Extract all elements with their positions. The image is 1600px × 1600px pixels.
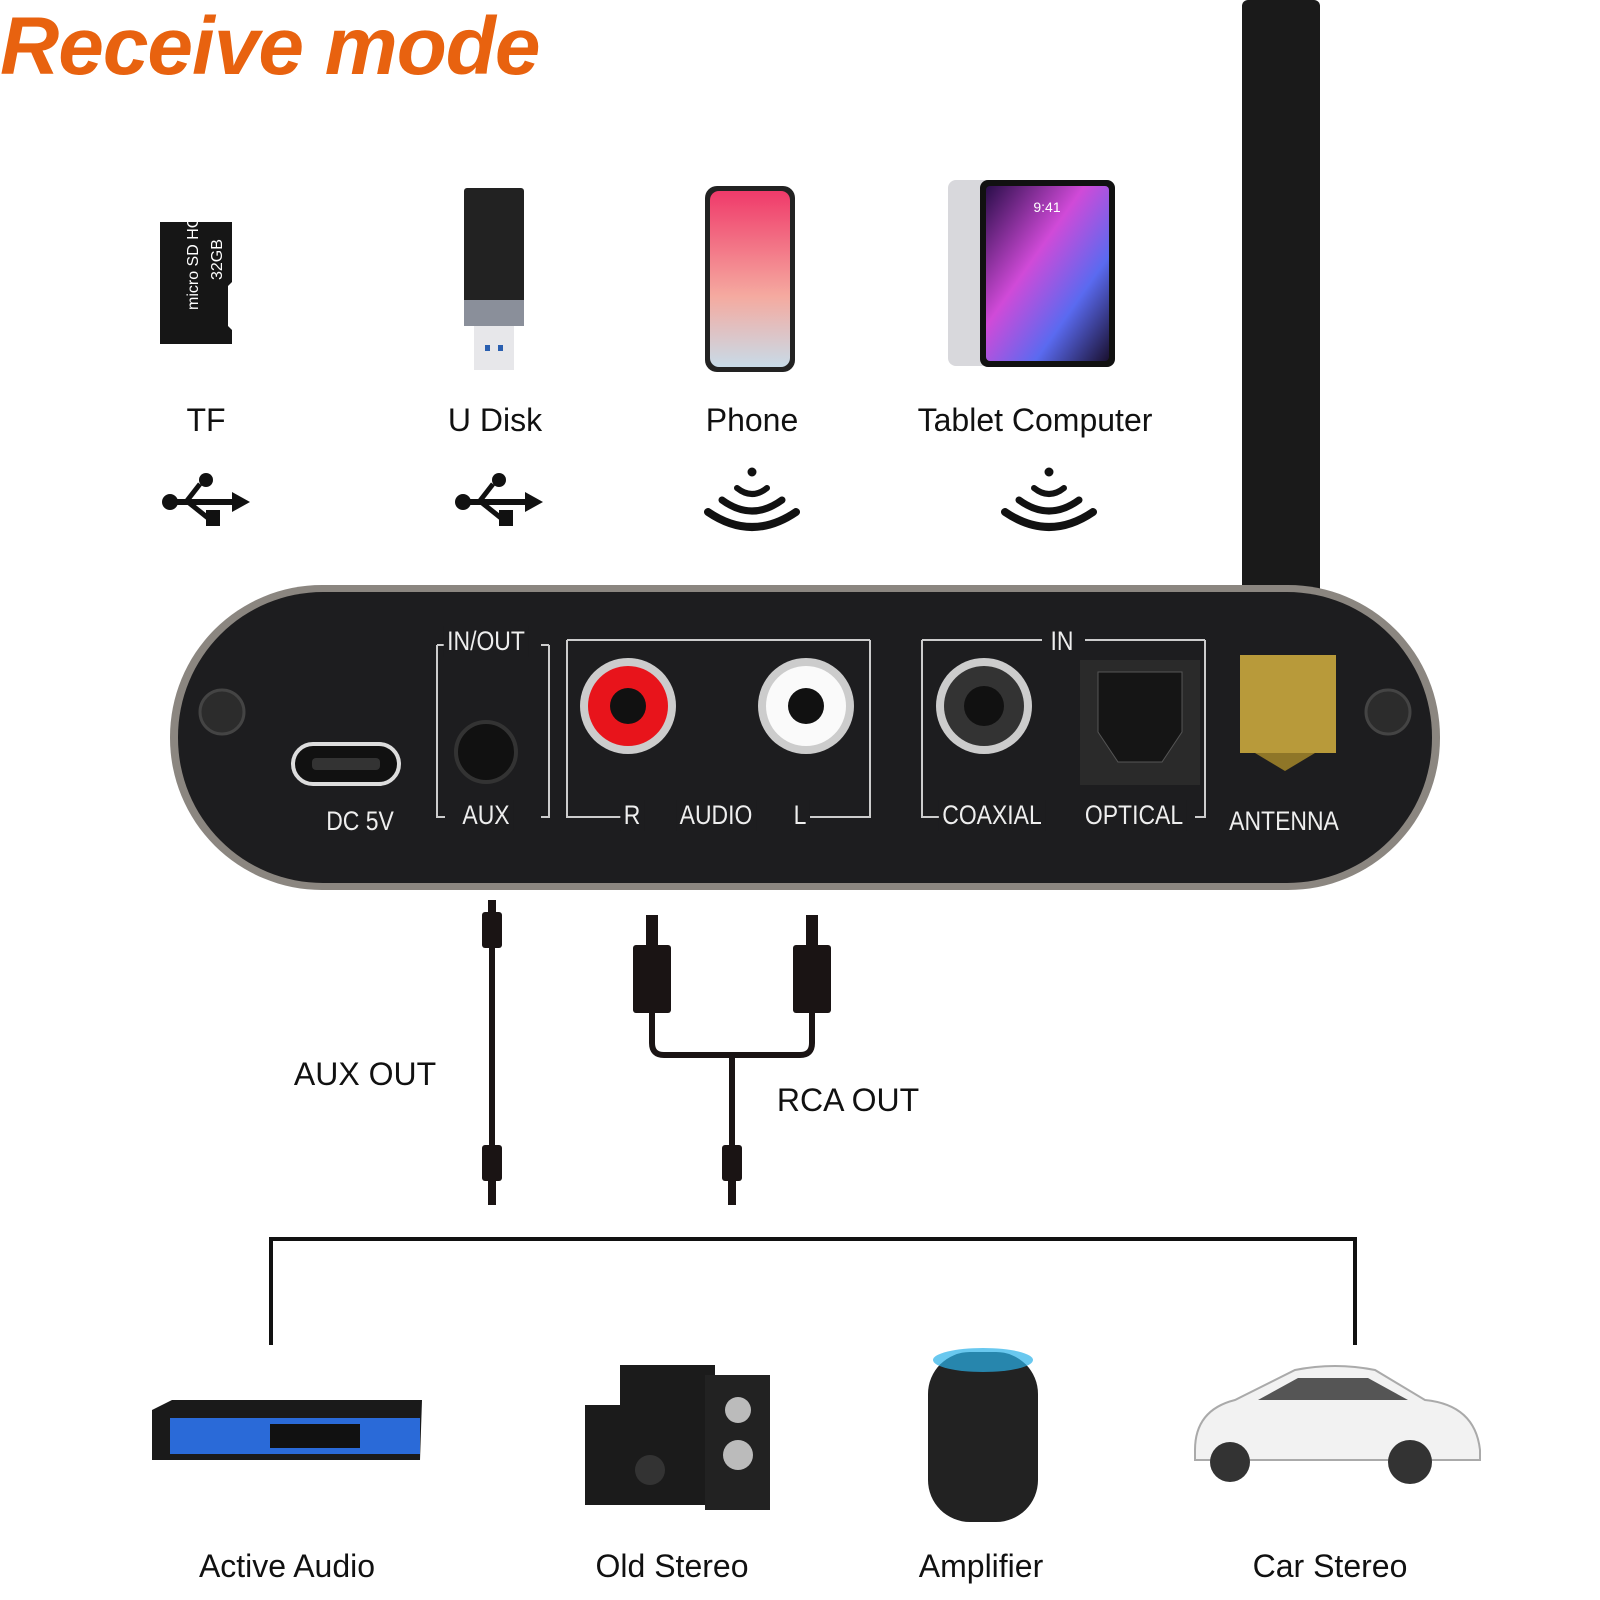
aux-label: AUX: [458, 800, 514, 831]
old-stereo-image: [585, 1365, 770, 1510]
microsd-card-image: micro SD HC 32GB: [160, 217, 232, 344]
output-label-car-stereo: Car Stereo: [1252, 1548, 1408, 1584]
svg-text:micro SD HC: micro SD HC: [185, 217, 202, 310]
usb-icon: [455, 473, 543, 526]
antenna-label: ANTENNA: [1229, 806, 1339, 836]
antenna-rod: [1242, 0, 1320, 660]
wireless-signal-icon: [1001, 467, 1097, 531]
car-image: [1194, 1365, 1481, 1484]
dc-label: DC 5V: [326, 806, 394, 836]
coaxial-label: COAXIAL: [938, 800, 1046, 831]
smart-speaker-image: [928, 1348, 1038, 1522]
active-audio-image: [152, 1400, 422, 1460]
l-label: L: [790, 800, 810, 831]
output-label-old-stereo: Old Stereo: [595, 1548, 749, 1584]
phone-image: [705, 186, 795, 372]
aux-jack: [454, 720, 518, 784]
screw-icon: [1364, 688, 1412, 736]
tablet-image: 9:41: [948, 180, 1115, 367]
antenna-connector: [1240, 655, 1336, 753]
output-bracket: [269, 1237, 1357, 1345]
inout-label: IN/OUT: [443, 626, 529, 657]
svg-text:32GB: 32GB: [209, 239, 226, 280]
output-label-active-audio: Active Audio: [198, 1548, 376, 1584]
in-label: IN: [1050, 626, 1074, 656]
aux-out-label: AUX OUT: [293, 1056, 437, 1092]
usb-drive-image: [464, 188, 524, 370]
r-label: R: [620, 800, 644, 831]
svg-text:9:41: 9:41: [1033, 199, 1060, 215]
usb-icon: [162, 473, 250, 526]
audio-label: AUDIO: [676, 800, 756, 831]
screw-icon: [198, 688, 246, 736]
optical-label: OPTICAL: [1081, 800, 1187, 831]
device-panel: [170, 585, 1440, 890]
source-label-u-disk: U Disk: [447, 402, 543, 438]
output-label-amplifier: Amplifier: [918, 1548, 1044, 1584]
wireless-signal-icon: [704, 467, 800, 531]
rca-out-label: RCA OUT: [776, 1082, 920, 1118]
source-label-phone: Phone: [705, 402, 799, 438]
source-label-tf: TF: [186, 402, 226, 438]
page-title: Receive mode: [0, 1, 541, 92]
source-label-tablet: Tablet Computer: [917, 402, 1153, 438]
cables: [482, 900, 831, 1205]
